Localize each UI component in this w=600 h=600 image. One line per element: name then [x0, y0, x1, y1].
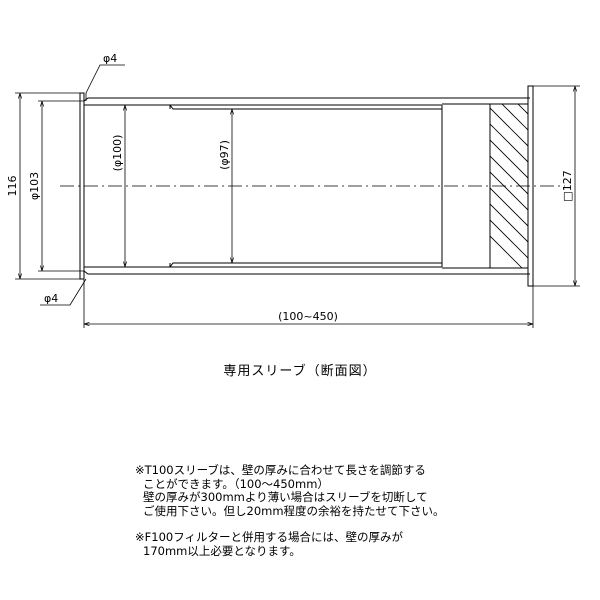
dim-length-label: (100~450): [278, 310, 338, 323]
note-line: 壁の厚みが300mmより薄い場合はスリーブを切断して: [143, 490, 428, 504]
note-filter-wall: ※F100フィルターと併用する場合には、壁の厚みが 170mm以上必要となります…: [135, 530, 445, 558]
note-line: ※F100フィルターと併用する場合には、壁の厚みが: [135, 530, 403, 544]
hatch-lines: [490, 104, 528, 268]
dim-127-label: □127: [561, 170, 574, 201]
sleeve-top-inner: [84, 104, 442, 110]
extension-lines: [15, 85, 580, 328]
note-sleeve-length: ※T100スリーブは、壁の厚みに合わせて長さを調節する ことができます。（100…: [135, 463, 445, 518]
sleeve-bottom-outer: [83, 270, 530, 275]
note-line: ※T100スリーブは、壁の厚みに合わせて長さを調節する: [135, 463, 426, 477]
left-flange: [79, 92, 85, 280]
dim-100-label: (φ100): [111, 135, 124, 172]
dim-103-label: φ103: [28, 172, 41, 200]
sleeve-top-outer: [83, 97, 530, 102]
sleeve-bottom-inner: [84, 262, 442, 268]
phi4-top-label: φ4: [103, 52, 117, 65]
note-line: ご使用下さい。但し20mm程度の余裕を持たせて下さい。: [143, 503, 445, 518]
dim-116-label: 116: [6, 176, 19, 197]
note-line: 170mm以上必要となります。: [143, 543, 301, 558]
drawing-caption: 専用スリーブ（断面図）: [223, 364, 377, 379]
notes-block: ※T100スリーブは、壁の厚みに合わせて長さを調節する ことができます。（100…: [135, 463, 445, 571]
phi4-bottom-label: φ4: [44, 292, 58, 305]
dim-97-label: (φ97): [218, 140, 231, 170]
note-line: ことができます。（100～450mm）: [143, 476, 329, 491]
phi4-top-leader: [85, 64, 125, 94]
phi4-bottom-leader: [40, 278, 87, 306]
